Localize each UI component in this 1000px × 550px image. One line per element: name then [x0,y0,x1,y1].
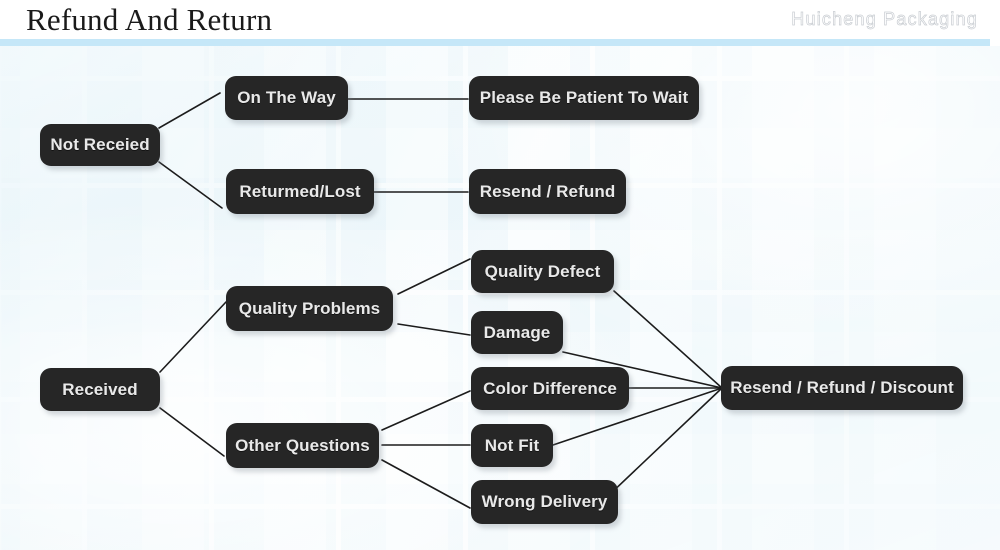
page-title: Refund And Return [26,2,273,37]
edge-quality-defect-resend-refund-discount [613,290,723,389]
node-returned-lost[interactable]: Returmed/Lost [226,169,374,214]
node-quality-problems[interactable]: Quality Problems [226,286,393,331]
flowchart: Not Receied On The Way Returmed/Lost Ple… [0,46,1000,550]
connector-lines [158,92,723,516]
node-not-fit[interactable]: Not Fit [471,424,553,467]
title-divider-rule [0,39,990,46]
node-damage[interactable]: Damage [471,311,563,354]
brand-label: Huicheng Packaging [791,9,978,30]
node-color-difference[interactable]: Color Difference [471,367,629,410]
node-resend-refund-discount[interactable]: Resend / Refund / Discount [721,366,963,410]
edge-not-received-on-the-way [158,92,221,129]
node-not-received[interactable]: Not Receied [40,124,160,166]
node-quality-defect[interactable]: Quality Defect [471,250,614,293]
slide-header: Refund And Return Huicheng Packaging [0,0,1000,46]
node-wrong-delivery[interactable]: Wrong Delivery [471,480,618,524]
node-please-be-patient-to-wait[interactable]: Please Be Patient To Wait [469,76,699,120]
node-on-the-way[interactable]: On The Way [225,76,348,120]
edge-quality-problems-quality-defect [397,258,471,295]
node-resend-refund[interactable]: Resend / Refund [469,169,626,214]
edge-other-questions-wrong-delivery [381,459,471,509]
edge-not-received-returned-lost [158,161,223,209]
edge-other-questions-color-difference [381,390,471,431]
edge-received-quality-problems [159,301,227,373]
edge-received-other-questions [159,407,225,457]
node-received[interactable]: Received [40,368,160,411]
node-other-questions[interactable]: Other Questions [226,423,379,468]
edge-quality-problems-damage [397,323,471,336]
